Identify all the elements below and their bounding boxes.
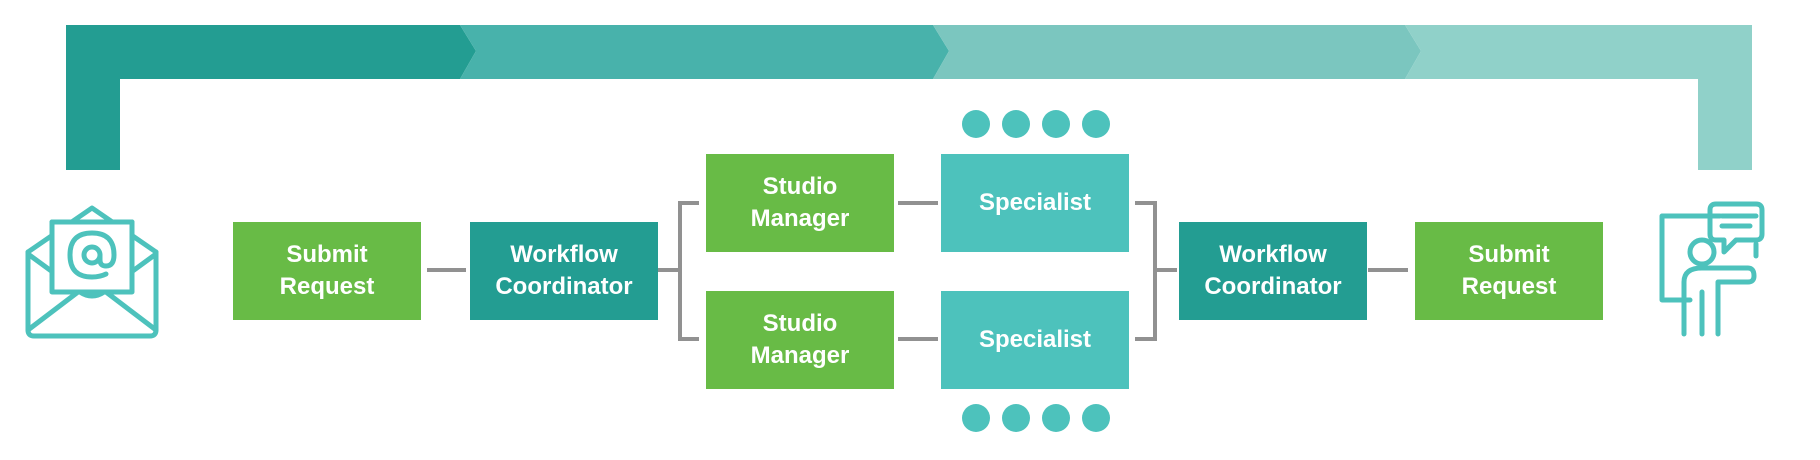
node-label: Studio Manager xyxy=(750,310,850,369)
fork-bracket-vertical xyxy=(678,201,682,341)
presenter-chat-icon xyxy=(1659,201,1765,337)
connector-coordinator-to-submit xyxy=(1368,268,1408,272)
connector-studio-to-specialist-bottom xyxy=(898,337,938,341)
connector-join-to-coordinator xyxy=(1153,268,1177,272)
more-specialists-dot-top-2 xyxy=(1002,110,1030,138)
more-specialists-dot-top-3 xyxy=(1042,110,1070,138)
node-studio-manager-top: Studio Manager xyxy=(706,154,894,252)
band-segment-4 xyxy=(1405,25,1752,170)
more-specialists-dot-bottom-1 xyxy=(962,404,990,432)
node-specialist-bottom: Specialist xyxy=(941,291,1129,389)
join-bracket-top xyxy=(1135,201,1157,205)
node-label: Workflow Coordinator xyxy=(495,241,633,300)
node-label: Submit Request xyxy=(1461,241,1557,300)
node-workflow-coordinator-right: Workflow Coordinator xyxy=(1179,222,1367,320)
flow-arrow-band xyxy=(66,25,1752,170)
band-segment-2 xyxy=(460,25,949,79)
more-specialists-dot-top-1 xyxy=(962,110,990,138)
node-workflow-coordinator-left: Workflow Coordinator xyxy=(470,222,658,320)
node-submit-request-right: Submit Request xyxy=(1415,222,1603,320)
band-segment-3 xyxy=(933,25,1421,79)
node-specialist-top: Specialist xyxy=(941,154,1129,252)
more-specialists-dot-bottom-4 xyxy=(1082,404,1110,432)
more-specialists-dot-bottom-2 xyxy=(1002,404,1030,432)
join-bracket-bottom xyxy=(1135,337,1157,341)
more-specialists-dot-top-4 xyxy=(1082,110,1110,138)
node-label: Submit Request xyxy=(279,241,375,300)
connector-coordinator-to-fork xyxy=(658,268,680,272)
node-label: Specialist xyxy=(978,326,1092,353)
connector-studio-to-specialist-top xyxy=(898,201,938,205)
fork-bracket-top xyxy=(678,201,699,205)
connector-submit-to-coordinator xyxy=(427,268,466,272)
band-segment-1 xyxy=(66,25,476,170)
node-studio-manager-bottom: Studio Manager xyxy=(706,291,894,389)
node-label: Studio Manager xyxy=(750,173,850,232)
more-specialists-dot-bottom-3 xyxy=(1042,404,1070,432)
node-submit-request-left: Submit Request xyxy=(233,222,421,320)
email-envelope-at-icon xyxy=(25,205,159,339)
node-label: Workflow Coordinator xyxy=(1204,241,1342,300)
node-label: Specialist xyxy=(978,189,1092,216)
fork-bracket-bottom xyxy=(678,337,699,341)
